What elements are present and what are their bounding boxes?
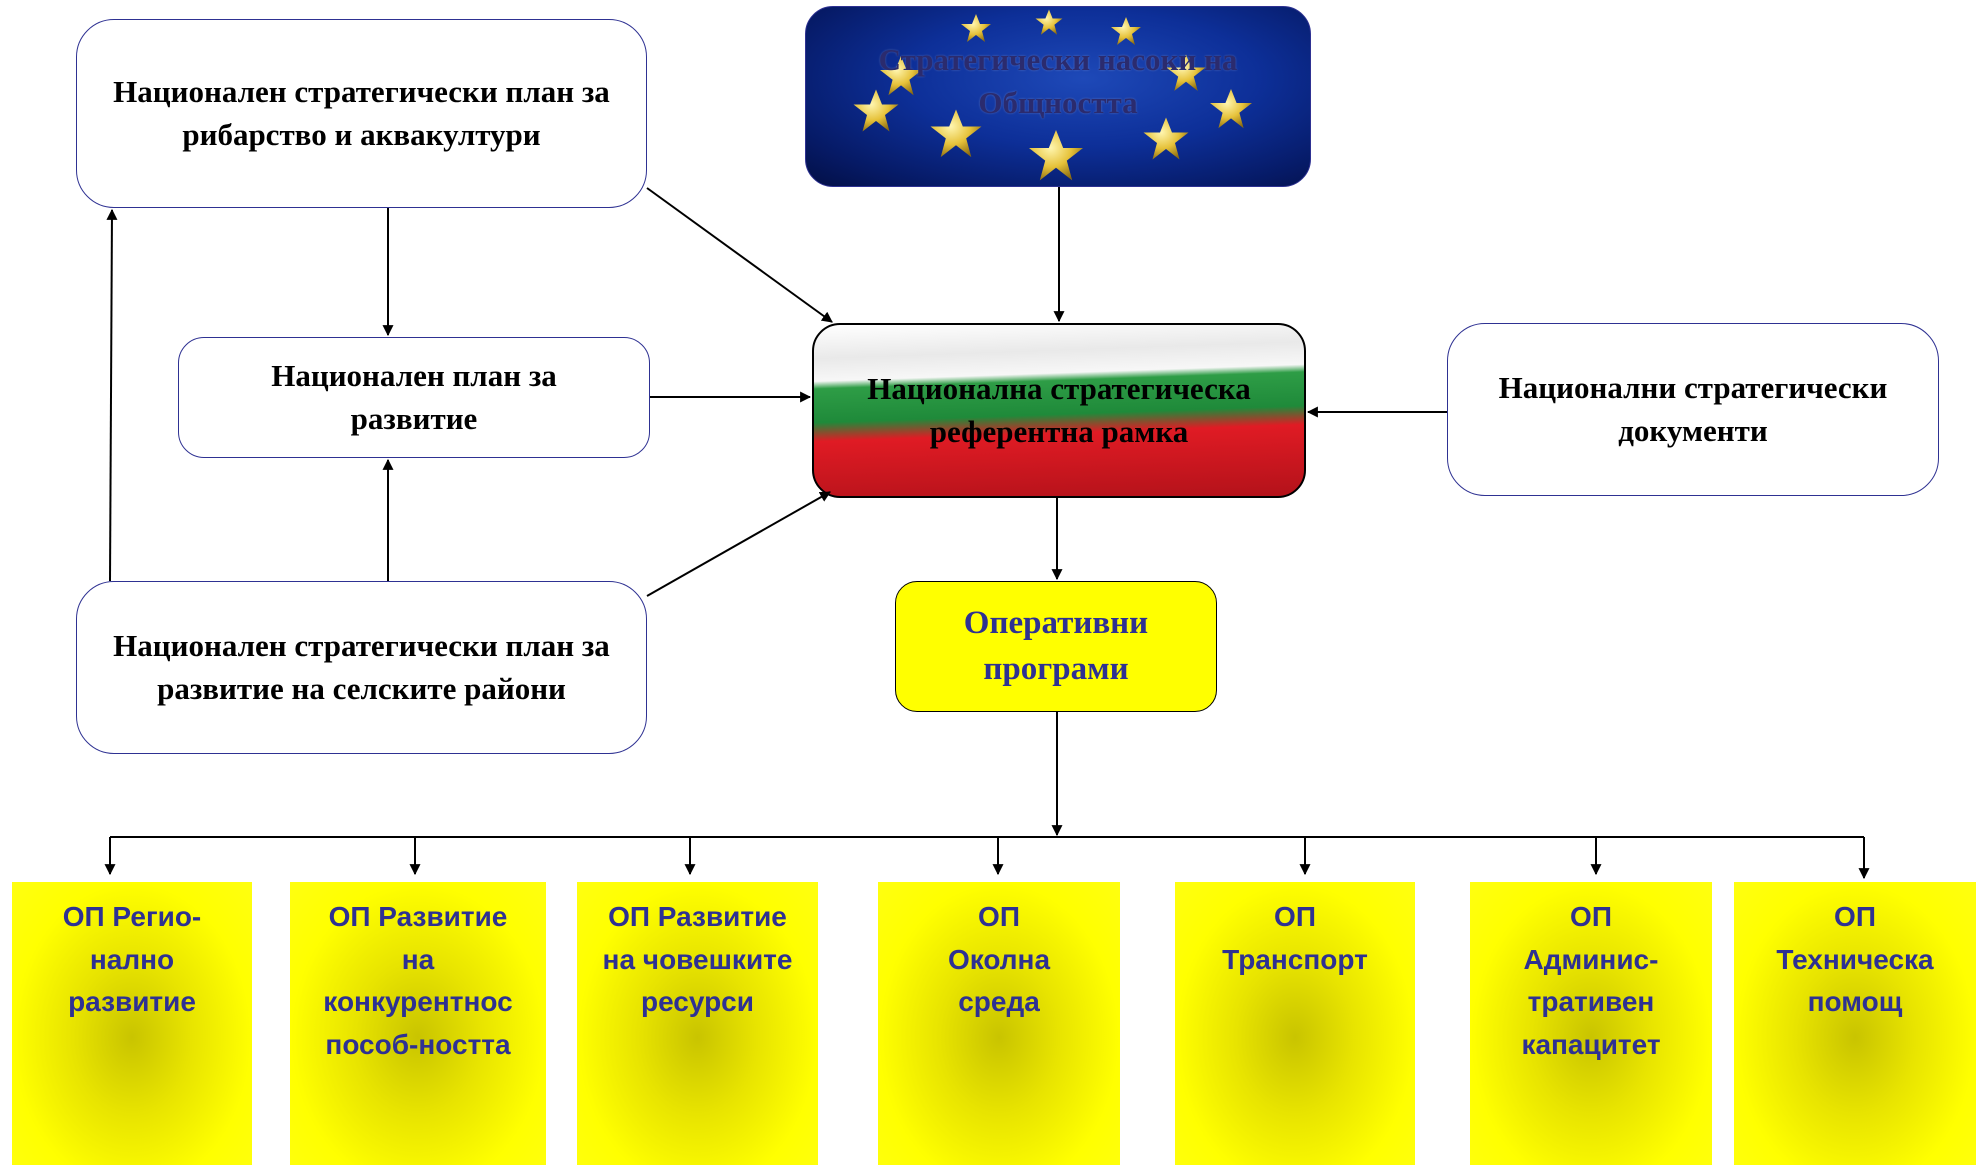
eu-guidelines-box: Стратегически насоки на Общността	[805, 6, 1311, 187]
rural-plan-label: Национален стратегически план за развити…	[113, 627, 610, 706]
op-environment: ОП Околна среда	[878, 882, 1120, 1165]
development-plan-box: Национален план за развитие	[178, 337, 650, 458]
op-label: ОП Развитие на конкурентнос пособ-ността	[323, 901, 513, 1060]
eu-guidelines-label: Стратегически насоки на Общността	[878, 42, 1238, 120]
rural-plan-box: Национален стратегически план за развити…	[76, 581, 647, 754]
op-transport: ОП Транспорт	[1175, 882, 1415, 1165]
op-regional-development: ОП Регио-нално развитие	[12, 882, 252, 1165]
op-label: ОП Развитие на човешките ресурси	[602, 901, 793, 1018]
operational-programmes-label: Оперативни програми	[963, 604, 1149, 687]
op-label: ОП Транспорт	[1222, 901, 1368, 975]
national-docs-box: Национални стратегически документи	[1447, 323, 1939, 496]
op-label: ОП Околна среда	[947, 901, 1051, 1018]
op-technical-assistance: ОП Техническа помощ	[1734, 882, 1976, 1165]
arrow-rural-to-fisheries	[106, 208, 118, 582]
operational-programmes-box: Оперативни програми	[895, 581, 1217, 712]
op-competitiveness: ОП Развитие на конкурентнос пособ-ността	[290, 882, 546, 1165]
nsrf-box: Национална стратегическа референтна рамк…	[812, 323, 1306, 498]
development-plan-label: Национален план за развитие	[271, 357, 557, 436]
op-label: ОП Техническа помощ	[1776, 901, 1934, 1018]
national-docs-label: Национални стратегически документи	[1498, 369, 1888, 448]
op-human-resources: ОП Развитие на човешките ресурси	[577, 882, 818, 1165]
op-label: ОП Регио-нално развитие	[62, 901, 202, 1018]
nsrf-label: Национална стратегическа референтна рамк…	[867, 370, 1251, 449]
arrow-rural-to-nsrf	[646, 491, 831, 597]
fisheries-plan-box: Национален стратегически план за рибарст…	[76, 19, 647, 208]
arrow-fisheries-to-nsrf	[646, 187, 833, 323]
op-label: ОП Админис-тративен капацитет	[1521, 901, 1661, 1060]
eu-stars-icon	[853, 9, 1252, 181]
op-administrative-capacity: ОП Админис-тративен капацитет	[1470, 882, 1712, 1165]
fisheries-plan-label: Национален стратегически план за рибарст…	[113, 73, 610, 152]
